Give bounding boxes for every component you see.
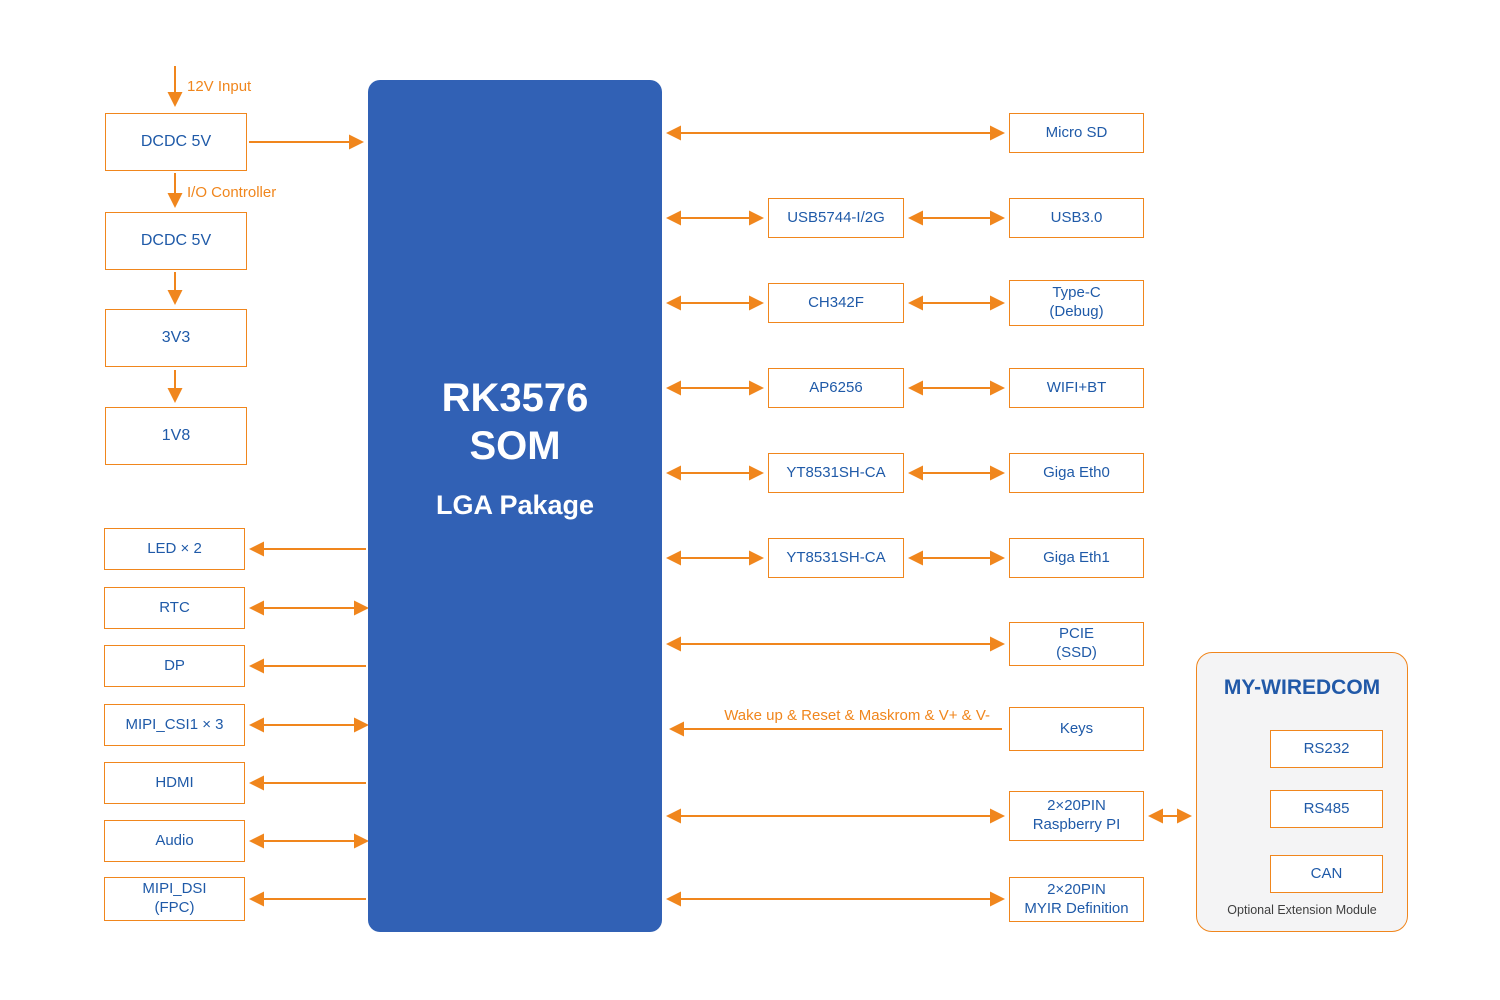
wifi-bt-box: WIFI+BT	[1009, 368, 1144, 408]
1v8-box: 1V8	[105, 407, 247, 465]
usb5744-box: USB5744-I/2G	[768, 198, 904, 238]
yt8531-eth1-box: YT8531SH-CA	[768, 538, 904, 578]
label-keys-note: Wake up & Reset & Maskrom & V+ & V-	[724, 707, 990, 724]
som-subtitle: SOM	[469, 423, 561, 468]
ch342f-box: CH342F	[768, 283, 904, 323]
extension-module-note: Optional Extension Module	[1227, 903, 1377, 917]
label-io-controller: I/O Controller	[187, 184, 277, 201]
dp-box: DP	[104, 645, 245, 687]
mipi-dsi-box: MIPI_DSI (FPC)	[104, 877, 245, 921]
type-c-box: Type-C (Debug)	[1009, 280, 1144, 326]
yt8531-eth0-box: YT8531SH-CA	[768, 453, 904, 493]
keys-box: Keys	[1009, 707, 1144, 751]
giga-eth0-box: Giga Eth0	[1009, 453, 1144, 493]
led-box: LED × 2	[104, 528, 245, 570]
raspberry-pi-header-box: 2×20PIN Raspberry PI	[1009, 791, 1144, 841]
audio-box: Audio	[104, 820, 245, 862]
hdmi-box: HDMI	[104, 762, 245, 804]
3v3-box: 3V3	[105, 309, 247, 367]
som-title: RK3576	[441, 376, 589, 421]
rs485-box: RS485	[1270, 790, 1383, 828]
usb3-box: USB3.0	[1009, 198, 1144, 238]
dcdc-5v-box-1: DCDC 5V	[105, 113, 247, 171]
som-package-label: LGA Pakage	[435, 489, 595, 520]
rs232-box: RS232	[1270, 730, 1383, 768]
ap6256-box: AP6256	[768, 368, 904, 408]
extension-module-title: MY-WIREDCOM	[1223, 676, 1381, 699]
label-12v-input: 12V Input	[187, 78, 252, 95]
som-block: RK3576 SOM LGA Pakage	[368, 80, 662, 932]
dcdc-5v-box-2: DCDC 5V	[105, 212, 247, 270]
myir-header-box: 2×20PIN MYIR Definition	[1009, 877, 1144, 922]
giga-eth1-box: Giga Eth1	[1009, 538, 1144, 578]
pcie-box: PCIE (SSD)	[1009, 622, 1144, 666]
micro-sd-box: Micro SD	[1009, 113, 1144, 153]
mipi-csi1-box: MIPI_CSI1 × 3	[104, 704, 245, 746]
can-box: CAN	[1270, 855, 1383, 893]
rtc-box: RTC	[104, 587, 245, 629]
